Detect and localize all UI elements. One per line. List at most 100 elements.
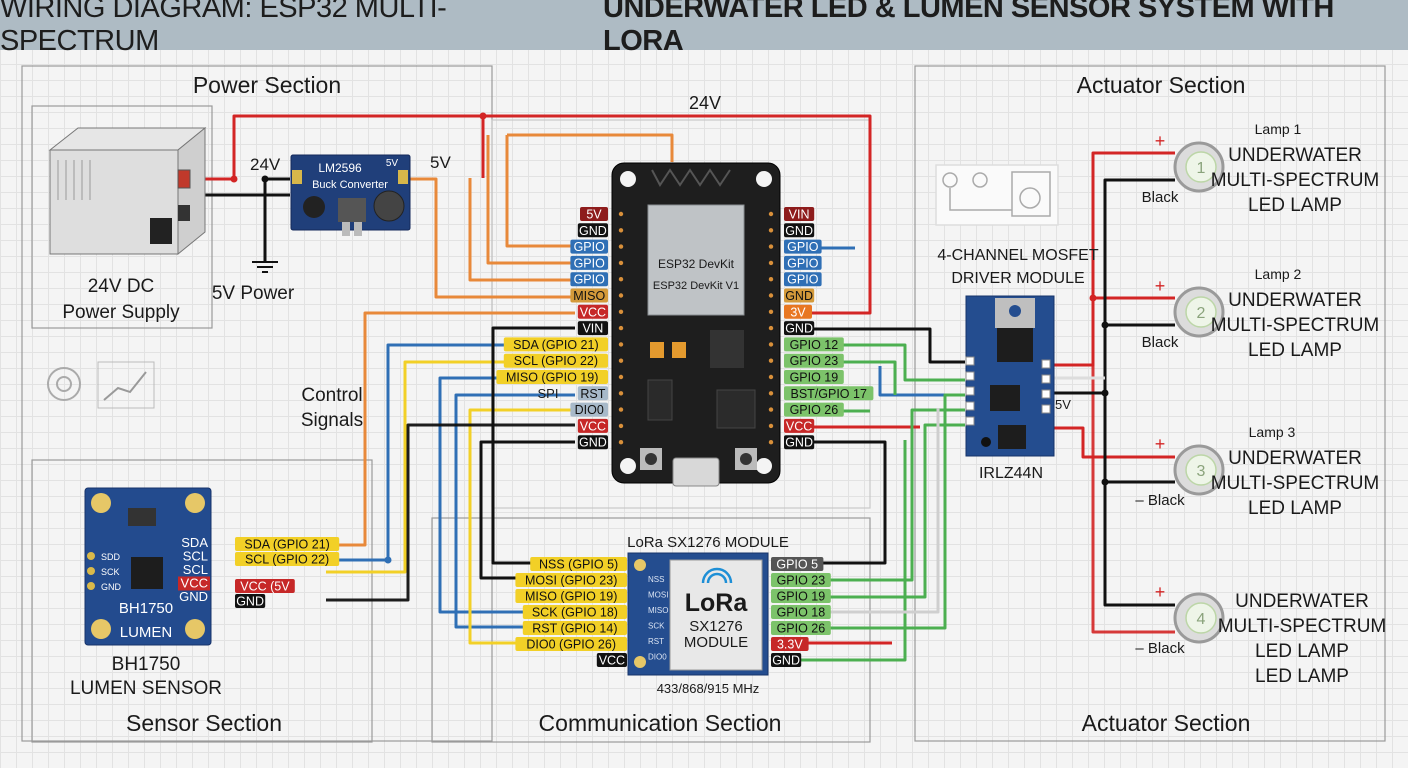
lora-left-pin-1-bg [515, 573, 627, 587]
lamp-line: MULTI-SPECTRUM [1218, 616, 1387, 637]
lora-inner-pin-2: MISO [648, 606, 668, 615]
spi-label: SPI [538, 386, 559, 401]
lora-logo: LoRa [685, 589, 749, 617]
esp32-right-pin-3: GPIO [787, 256, 819, 270]
lamp-number: 1 [1197, 160, 1206, 177]
esp32-pinhole [618, 374, 624, 380]
esp32-pinhole [768, 244, 774, 249]
lora-inner-pin-5: DIO0 [648, 653, 667, 662]
lamp-line: MULTI-SPECTRUM [1211, 170, 1380, 191]
sensor-wire-label-2-bg [235, 579, 295, 593]
esp32-left-pin-2: GPIO [574, 240, 606, 254]
lamp-black-label: – Black [1135, 492, 1185, 509]
esp32-pinhole [618, 423, 624, 429]
esp32-left-pin-11-bg [577, 386, 608, 401]
esp32-right-pin-11: BST/GPIO 17 [790, 387, 866, 401]
lora-right-pin-6-bg [771, 653, 802, 667]
esp32-left-pin-3-bg [570, 255, 608, 270]
wire-black-gnd [479, 440, 575, 580]
lora-right-pin-2-bg [771, 589, 831, 603]
esp32-pinhole [768, 309, 774, 314]
wire-lamps-neg [1103, 178, 1175, 607]
esp32-left-pin-10-bg [496, 370, 608, 384]
wire-yellow-dio0 [468, 408, 575, 645]
esp32-pinhole [768, 407, 774, 412]
wire-lamp4-pos [1091, 365, 1175, 634]
wire-lamp1-pos [1045, 151, 1175, 367]
psu-label-line1: 24V DC [88, 276, 155, 297]
wire-blue-scl [326, 343, 575, 562]
gear-icon [47, 367, 81, 401]
junctions-red [230, 112, 1097, 302]
sensor-wire-label-1-bg [235, 552, 340, 566]
esp32-pinhole [618, 211, 624, 217]
esp32-pinhole [768, 423, 774, 429]
esp32-left-pin-0-bg [580, 207, 608, 221]
esp32-left-pin-4-bg [570, 272, 608, 287]
esp32-right-pin-14-bg [784, 435, 815, 450]
wire-grey-lora [823, 408, 940, 614]
lamp-black-label: Black [1142, 334, 1179, 351]
esp32-right-pin-6: 3V [790, 305, 806, 319]
esp32-pinhole [768, 374, 774, 380]
wires [182, 114, 1175, 662]
buck-type: Buck Converter [312, 179, 388, 191]
sensor-pin-right-3: VCC [181, 576, 208, 591]
actuator-section-title-top: Actuator Section [1077, 72, 1246, 98]
lamp-lens [1185, 151, 1217, 183]
esp32-pinhole [768, 293, 774, 298]
sensor-wire-label-3-bg [235, 594, 266, 608]
wire-black-lora [795, 440, 887, 565]
esp32-label-main: ESP32 DevKit [658, 257, 735, 271]
mosfet-part: IRLZ44N [979, 465, 1043, 482]
sensor-wire-label-2: VCC (5V [240, 580, 290, 594]
lora-line2: MODULE [684, 634, 748, 651]
lamp-line: LED LAMP [1248, 498, 1342, 519]
bh1750-board-name2: LUMEN [120, 624, 173, 641]
lamp-lens [1185, 454, 1217, 486]
wire-24v-rail [182, 114, 872, 315]
power-supply-unit [48, 126, 207, 256]
esp32-pinhole [768, 440, 774, 445]
lamp-line: LED LAMP [1255, 666, 1349, 687]
psu-label-line2: Power Supply [62, 302, 180, 323]
esp32-left-pin-14-bg [577, 435, 608, 450]
esp32-pinhole [768, 277, 774, 282]
esp32-right-pin-12-bg [784, 402, 844, 417]
lora-left-pin-4: RST (GPIO 14) [532, 622, 617, 636]
lora-left-pin-1: MOSI (GPIO 23) [525, 574, 617, 588]
lora-left-pin-0-bg [530, 557, 627, 571]
sensor-wire-label-1: SCL (GPIO 22) [245, 553, 329, 567]
sensor-wire-label-0-bg [235, 537, 340, 551]
lamp-line: LED LAMP [1255, 641, 1349, 662]
esp32-left-pin-8-bg [503, 337, 608, 352]
lamp-line: UNDERWATER [1228, 145, 1362, 166]
lamp-plus: + [1155, 582, 1166, 602]
esp32-right-pin-5-bg [784, 288, 815, 303]
power-section-title: Power Section [193, 72, 341, 98]
esp32-right-pin-4-bg [784, 272, 822, 287]
label-24v-left: 24V [250, 155, 281, 174]
sensor-pin-left-0: SDD [101, 552, 121, 562]
lora-inner-pin-3: SCK [648, 622, 665, 631]
lora-left-pin-6-bg [596, 653, 627, 667]
esp32-pinhole [618, 440, 624, 445]
communication-section-frame [431, 517, 871, 743]
lamp-line: UNDERWATER [1235, 591, 1369, 612]
control-signals-line2: Signals [301, 410, 363, 431]
lamp-lens [1185, 296, 1217, 328]
esp32-pinhole [618, 325, 624, 331]
esp32-right-pin-14: GND [785, 436, 813, 450]
esp32-right-pin-1: GND [785, 224, 813, 238]
sensor-pin-right-1: SCL [183, 549, 208, 564]
bh1750-board [84, 487, 212, 646]
control-signals-line1: Control [301, 385, 362, 406]
wire-yellow-miso [326, 360, 575, 574]
esp32-right-pin-2-bg [784, 239, 822, 254]
esp32-right-pin-2: GPIO [787, 240, 819, 254]
esp32-left-pin-8: SDA (GPIO 21) [513, 338, 598, 352]
esp32-right-pin-8-bg [784, 337, 844, 352]
esp32-right-pin-9: GPIO 23 [790, 354, 839, 368]
